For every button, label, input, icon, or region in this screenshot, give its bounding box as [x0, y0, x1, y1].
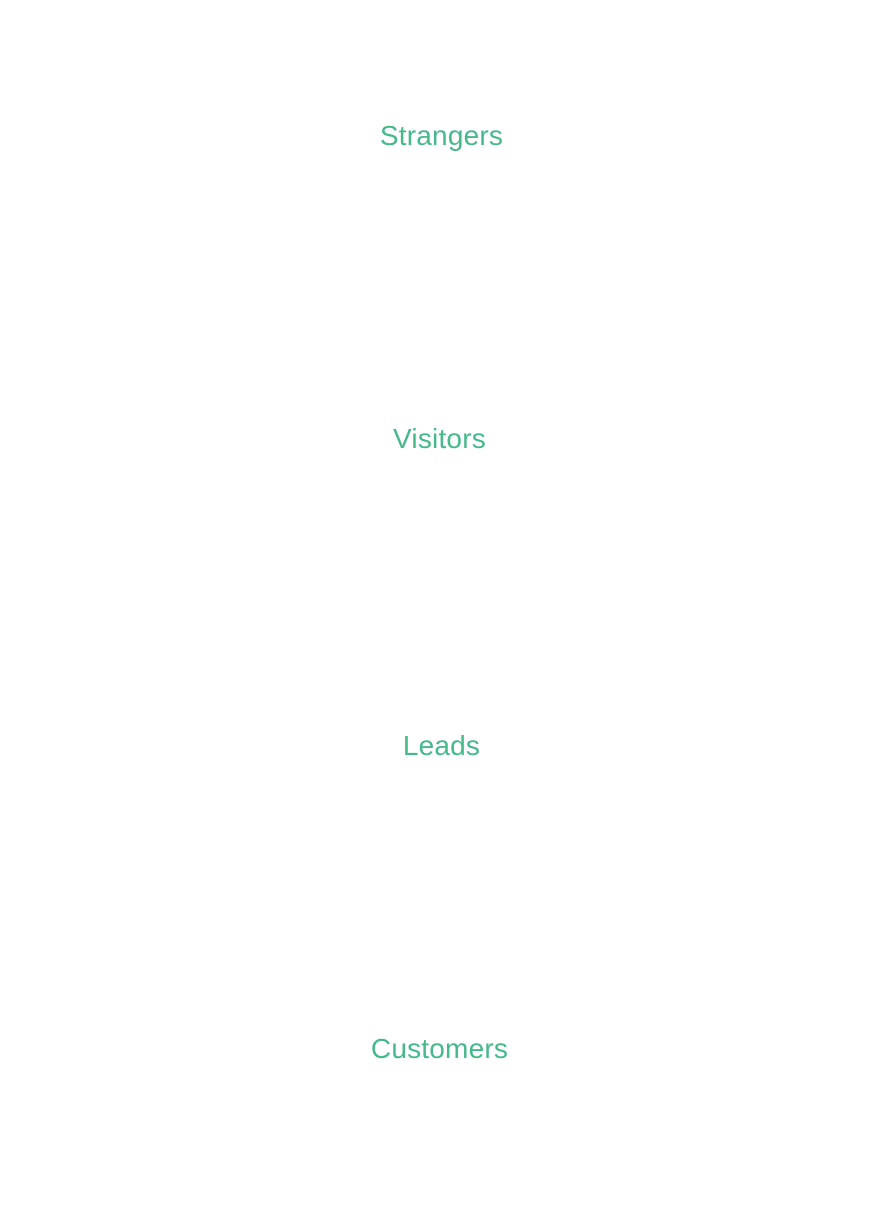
stage-label-customers: Customers: [370, 1033, 509, 1064]
stage-label-visitors: Visitors: [393, 423, 486, 454]
stage-label-leads: Leads: [402, 730, 481, 761]
stage-label-strangers: Strangers: [379, 120, 504, 151]
